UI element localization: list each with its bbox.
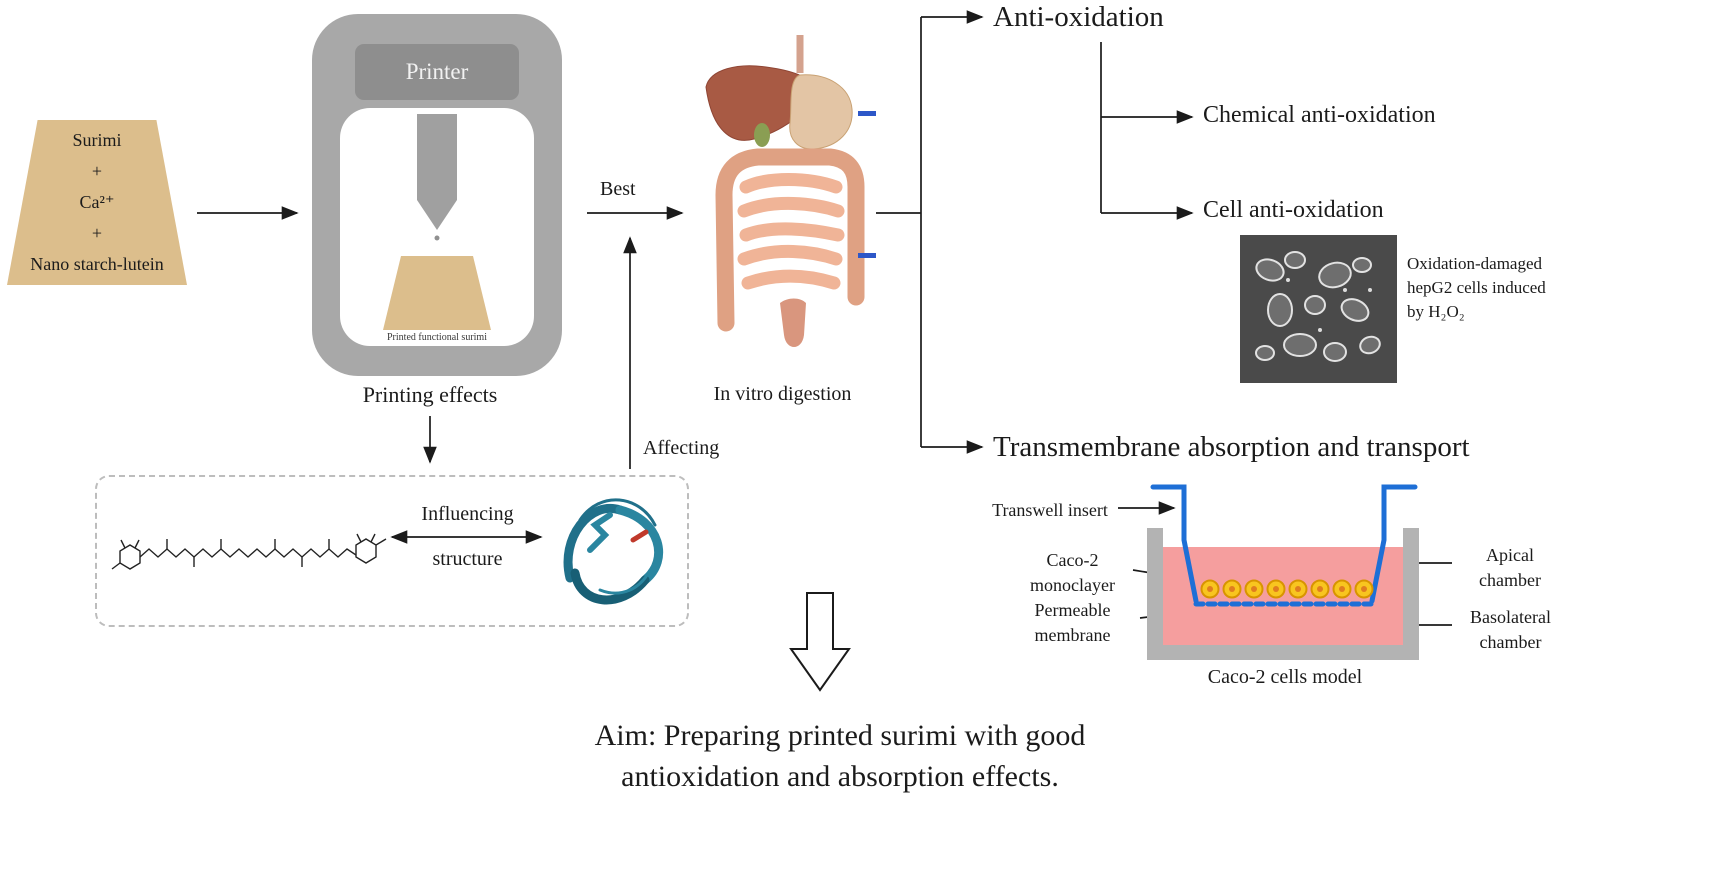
lutein-molecule-icon: [111, 533, 387, 570]
small-intestine: [737, 173, 845, 290]
ingredient-nano-starch-lutein: Nano starch-lutein: [30, 254, 164, 274]
basolateral-chamber-label: Basolateral chamber: [1448, 605, 1573, 655]
hepg2-caption-line: by H₂O₂: [1407, 302, 1465, 321]
structure-label: structure: [432, 548, 503, 570]
caco2-monolayer-line: Caco-2: [1046, 550, 1099, 570]
affecting-label: Affecting: [643, 437, 720, 459]
aim-line: antioxidation and absorption effects.: [621, 760, 1059, 793]
protein-structure-icon: [563, 498, 664, 605]
printer-interior: [383, 114, 491, 330]
ingredients-card: Surimi + Ca²⁺ + Nano starch-lutein: [7, 120, 187, 285]
dish-left-wall: [1147, 528, 1163, 660]
cell-highlights: [1286, 278, 1372, 332]
aim-down-arrow: [789, 592, 851, 692]
rectum: [780, 298, 806, 347]
aim-statement: Aim: Preparing printed surimi with good …: [395, 715, 1285, 797]
permeable-membrane-label: Permeable membrane: [1010, 598, 1135, 648]
printer-machine: Printer Printed functional surimi: [312, 14, 562, 376]
digestive-system-icon: [705, 35, 876, 347]
aim-line: Aim: Preparing printed surimi with good: [594, 719, 1086, 752]
marker-line-lower: [858, 253, 876, 258]
hepg2-micrograph: [1240, 235, 1397, 383]
extrusion-dot: [434, 235, 440, 241]
hepg2-caption-line: Oxidation-damaged: [1407, 254, 1543, 273]
anti-oxidation-heading: Anti-oxidation: [993, 1, 1164, 33]
printer-title: Printer: [355, 44, 519, 100]
hepg2-caption: Oxidation-damaged hepG2 cells induced by…: [1407, 252, 1587, 324]
plus-sign: +: [91, 161, 103, 181]
caco2-model-diagram: [1147, 484, 1419, 660]
transmembrane-heading: Transmembrane absorption and transport: [993, 431, 1470, 463]
plus-sign: +: [91, 223, 103, 243]
permeable-membrane-line: Permeable: [1034, 600, 1111, 620]
gallbladder: [754, 123, 770, 147]
printer-window: Printed functional surimi: [340, 108, 534, 346]
printed-surimi-caption: Printed functional surimi: [387, 332, 487, 343]
basolateral-chamber-line: chamber: [1479, 632, 1542, 652]
best-label: Best: [600, 178, 636, 200]
apical-chamber-label: Apical chamber: [1455, 543, 1565, 593]
cell-anti-oxidation-heading: Cell anti-oxidation: [1203, 197, 1384, 223]
caco2-model-caption: Caco-2 cells model: [1207, 666, 1363, 688]
large-intestine: [715, 148, 865, 332]
transwell-insert-label: Transwell insert: [992, 500, 1108, 520]
printing-effects-label: Printing effects: [362, 382, 498, 407]
printed-surimi-shape: [383, 256, 491, 330]
structure-panel: [95, 475, 689, 627]
caco2-monolayer-label: Caco-2 monoclayer: [1010, 548, 1135, 598]
chemical-anti-oxidation-heading: Chemical anti-oxidation: [1203, 102, 1436, 128]
dish-bottom: [1147, 645, 1419, 660]
apical-chamber-line: chamber: [1479, 570, 1541, 590]
dish-right-wall: [1403, 528, 1419, 660]
basolateral-chamber-line: Basolateral: [1470, 607, 1551, 627]
permeable-membrane-line: membrane: [1034, 625, 1111, 645]
stomach: [789, 74, 853, 150]
influencing-label: Influencing: [421, 503, 514, 525]
digestion-caption: In vitro digestion: [713, 383, 852, 405]
hepg2-caption-line: hepG2 cells induced: [1407, 278, 1546, 297]
marker-line-upper: [858, 111, 876, 116]
cell-blobs: [1255, 251, 1381, 362]
printer-nozzle-icon: [417, 114, 457, 230]
ingredient-surimi: Surimi: [72, 130, 122, 150]
ingredient-calcium: Ca²⁺: [79, 192, 115, 212]
caco2-cell-row: [1200, 579, 1374, 599]
caco2-monolayer-line: monoclayer: [1030, 575, 1115, 595]
transwell-insert-walls: [1150, 484, 1418, 607]
apical-chamber-line: Apical: [1486, 545, 1534, 565]
